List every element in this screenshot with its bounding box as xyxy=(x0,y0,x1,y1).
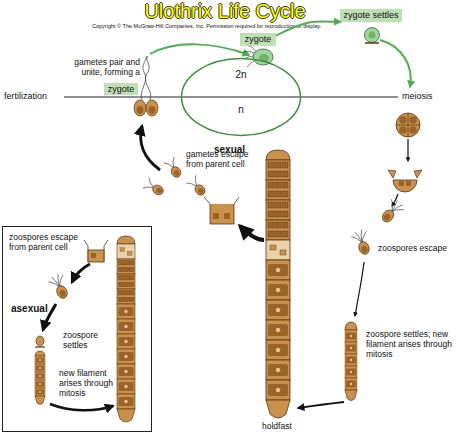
stage-caption: gametes escape from parent cell xyxy=(186,150,254,170)
copyright-note: Copyright © The McGraw-Hill Companies, I… xyxy=(92,23,392,29)
tag-text: zygote xyxy=(104,83,138,95)
zoospores xyxy=(350,197,405,316)
tag-text: zygote settles xyxy=(340,9,402,22)
cycle-label: asexual xyxy=(11,303,71,315)
stage-caption: new filament arises through mitosis xyxy=(59,369,117,398)
ploidy-label: 2n xyxy=(180,69,302,81)
diagram-title: Ulothrix Life Cycle xyxy=(0,0,450,23)
stage-caption: zoospores escape xyxy=(378,244,458,254)
stage-caption: gametes pair and unite, forming a xyxy=(60,58,140,78)
tag-text: zygote xyxy=(240,33,276,46)
main-filament xyxy=(240,150,290,418)
stage-caption: zoospore settles xyxy=(63,331,115,351)
ploidy-label: n xyxy=(180,104,302,116)
zygote-cell xyxy=(243,45,273,67)
stage-tag: zygote xyxy=(104,83,138,95)
meiosis-cell xyxy=(396,113,420,161)
ploidy-divider xyxy=(64,97,398,98)
stage-tag: zygote settles xyxy=(340,9,402,22)
phase-label: meiosis xyxy=(402,91,452,101)
stage-caption: zoospore settles; new filament arises th… xyxy=(366,330,452,359)
ploidy-ellipse: 2n n xyxy=(180,57,302,137)
settled-zygote xyxy=(365,28,380,44)
new-filament xyxy=(298,322,357,408)
stage-caption: zoospores escape from parent cell xyxy=(9,233,89,253)
sexual-cycle-arrows xyxy=(150,40,411,87)
stage-tag: zygote xyxy=(240,33,276,46)
gamete-release xyxy=(141,126,239,224)
part-label: holdfast xyxy=(262,422,312,432)
opened-zygote xyxy=(388,170,422,206)
asexual-illustration xyxy=(35,236,135,422)
phase-label: fertilization xyxy=(4,91,64,101)
asexual-inset: zoospores escape from parent cell asexual… xyxy=(2,226,152,432)
